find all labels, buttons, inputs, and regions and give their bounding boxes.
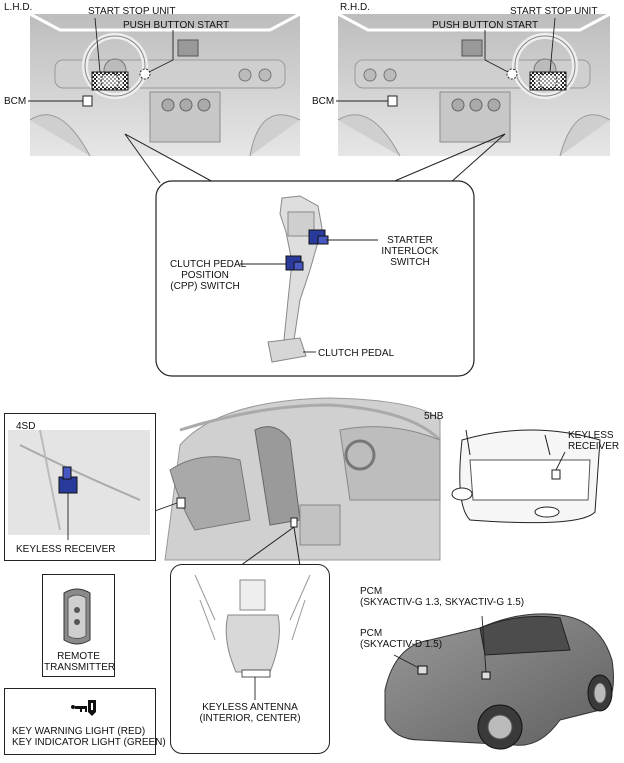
pcm-diesel-line-2: (SKYACTIV-D 1.5) — [360, 639, 443, 650]
rhd-dashboard-illustration — [336, 12, 611, 184]
pcm-gasoline-line-1: PCM — [360, 586, 383, 597]
lhd-push-button-start-label: PUSH BUTTON START — [123, 20, 230, 31]
rhd-title: R.H.D. — [340, 2, 370, 13]
hatch-keyless-line-1: KEYLESS — [568, 430, 614, 441]
keyless-antenna-label: KEYLESS ANTENNA (INTERIOR, CENTER) — [180, 702, 320, 724]
rhd-start-stop-unit-label: START STOP UNIT — [510, 6, 598, 17]
cpp-line-1: CLUTCH PEDAL — [170, 259, 247, 270]
lhd-dashboard-illustration — [28, 12, 301, 184]
cpp-line-2: POSITION — [181, 270, 229, 281]
remote-transmitter-label: REMOTE TRANSMITTER — [44, 651, 116, 673]
starter-interlock-line-2: INTERLOCK — [381, 246, 439, 257]
key-warning-light-text: KEY WARNING LIGHT (RED) — [12, 726, 146, 737]
starter-interlock-switch-label: STARTER INTERLOCK SWITCH — [380, 235, 440, 268]
key-indicator-icon-overlay — [71, 700, 96, 716]
pcm-gasoline-line-2: (SKYACTIV-G 1.3, SKYACTIV-G 1.5) — [360, 597, 525, 608]
lhd-title: L.H.D. — [4, 2, 33, 13]
lhd-start-stop-unit-label: START STOP UNIT — [88, 6, 176, 17]
rhd-bcm-label: BCM — [312, 96, 335, 107]
remote-transmitter-drawing — [63, 588, 91, 645]
starter-interlock-line-3: SWITCH — [390, 257, 430, 268]
cpp-switch-label: CLUTCH PEDAL POSITION (CPP) SWITCH — [170, 259, 247, 292]
key-light-label: KEY WARNING LIGHT (RED) KEY INDICATOR LI… — [12, 726, 166, 748]
hatch-tag: 5HB — [424, 411, 444, 422]
key-indicator-light-text: KEY INDICATOR LIGHT (GREEN) — [12, 737, 166, 748]
hatch-keyless-line-2: RECEIVER — [568, 441, 620, 452]
pcm-diesel-line-1: PCM — [360, 628, 383, 639]
key-light-box — [4, 688, 156, 755]
pcm-diesel-label: PCM (SKYACTIV-D 1.5) — [360, 628, 442, 650]
cpp-line-3: (CPP) SWITCH — [170, 281, 240, 292]
starter-interlock-line-1: STARTER — [387, 235, 433, 246]
exterior-car-illustration — [384, 613, 614, 750]
antenna-line-1: KEYLESS ANTENNA — [202, 702, 298, 713]
sedan-keyless-receiver-label: KEYLESS RECEIVER — [16, 544, 116, 555]
hatch-keyless-receiver-label: KEYLESS RECEIVER — [568, 430, 619, 452]
rhd-push-button-start-label: PUSH BUTTON START — [432, 20, 539, 31]
interior-illustration — [151, 397, 442, 567]
pcm-gasoline-label: PCM (SKYACTIV-G 1.3, SKYACTIV-G 1.5) — [360, 586, 524, 608]
hatch-inset-illustration — [451, 429, 601, 524]
pedal-detail-box — [155, 180, 475, 377]
remote-line-1: REMOTE — [57, 651, 100, 662]
antenna-line-2: (INTERIOR, CENTER) — [199, 713, 301, 724]
sedan-tag: 4SD — [16, 421, 36, 432]
lhd-bcm-label: BCM — [4, 96, 27, 107]
sedan-inset-drawing — [8, 429, 150, 540]
clutch-pedal-label: CLUTCH PEDAL — [318, 348, 395, 359]
antenna-drawing — [194, 574, 311, 700]
remote-line-2: TRANSMITTER — [44, 662, 116, 673]
